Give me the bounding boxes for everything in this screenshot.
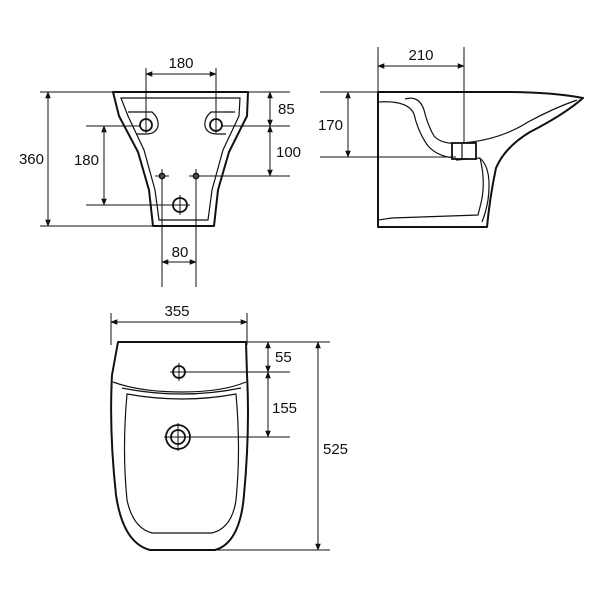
dim-top-width: 355 [164,303,189,320]
dim-drain-width: 80 [172,244,189,261]
top-bowl-outline [123,393,240,534]
side-basin-section-line [377,101,457,159]
dim-front-total-height: 360 [19,151,44,168]
dim-hole-offset: 100 [276,144,301,161]
front-basin-inner-outline [120,97,241,221]
dim-tap-to-drain: 155 [272,400,297,417]
front-fixing-slot-left [128,111,159,135]
dim-top-total-length: 525 [323,441,348,458]
dim-tap-to-edge: 55 [275,349,292,366]
side-overflow-channel [480,158,490,223]
dim-lower-hole-height: 180 [74,152,99,169]
dim-hole-to-top: 85 [278,101,295,118]
dim-top-hole-spacing: 180 [168,55,193,72]
dim-side-height: 170 [318,117,343,134]
side-view: 210 170 [318,47,584,228]
top-deck-edge [112,381,247,393]
dim-side-depth: 210 [408,47,433,64]
side-basin-inner-curve [404,97,578,144]
side-pedestal-inner [377,157,484,221]
front-fixing-slot-right [204,111,235,135]
front-view: 180 360 180 85 100 80 [19,55,301,287]
top-bowl-rim [121,387,242,395]
top-view: 355 55 155 525 [110,303,348,551]
